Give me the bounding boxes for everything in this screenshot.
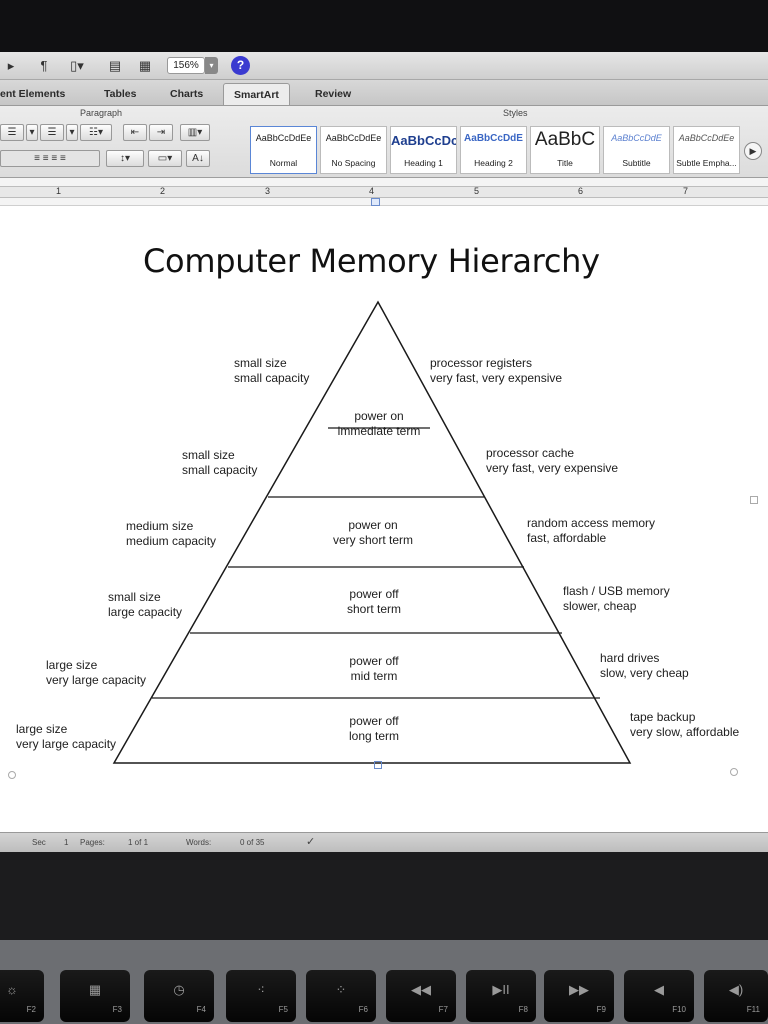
ruler-number: 3: [265, 186, 271, 196]
ruler-number: 2: [160, 186, 166, 196]
multilevel-list-icon[interactable]: ☷▾: [80, 124, 112, 141]
bullets-dropdown[interactable]: ▾: [26, 124, 38, 141]
zoom-dropdown[interactable]: ▾: [205, 57, 218, 74]
key-f11-volume-down-icon[interactable]: ◀)F11: [704, 970, 768, 1022]
proofing-icon[interactable]: ✓: [306, 836, 316, 848]
indent-marker[interactable]: [371, 198, 380, 206]
style-heading-1[interactable]: AaBbCcDc Heading 1: [390, 126, 457, 174]
ruler-number: 5: [474, 186, 480, 196]
ruler-number: 4: [369, 186, 375, 196]
tab-tables[interactable]: Tables: [104, 88, 137, 100]
help-button[interactable]: ?: [231, 56, 250, 75]
key-f9-fast-forward-icon[interactable]: ▶▶F9: [544, 970, 614, 1022]
pages-value: 1 of 1: [128, 838, 149, 847]
style-heading-2[interactable]: AaBbCcDdE Heading 2: [460, 126, 527, 174]
ruler-number: 1: [56, 186, 62, 196]
ruler-number: 6: [578, 186, 584, 196]
memory-pyramid: [112, 300, 632, 764]
tab-review[interactable]: Review: [315, 88, 352, 100]
styles-more-arrow-icon[interactable]: ▶: [744, 142, 762, 160]
key-f3-mission-control-icon[interactable]: ▦F3: [60, 970, 130, 1022]
status-bar: Sec 1 Pages: 1 of 1 Words: 0 of 35 ✓: [0, 832, 768, 852]
alignment-buttons[interactable]: ≡ ≡ ≡ ≡: [0, 150, 100, 167]
resize-handle[interactable]: [750, 496, 758, 504]
style-no-spacing[interactable]: AaBbCcDdEe No Spacing: [320, 126, 387, 174]
tab-smartart[interactable]: SmartArt: [223, 83, 290, 105]
style-normal[interactable]: AaBbCcDdEe Normal: [250, 126, 317, 174]
section-label: Sec: [32, 838, 46, 847]
resize-handle[interactable]: [730, 768, 738, 776]
numbering-icon[interactable]: ☰: [40, 124, 64, 141]
resize-handle[interactable]: [8, 771, 16, 779]
ruler-number: 7: [683, 186, 689, 196]
ribbon-home: Paragraph Styles ☰ ▾ ☰ ▾ ☷▾ ⇤ ⇥ ▥▾ ≡ ≡ ≡…: [0, 106, 768, 178]
zoom-field[interactable]: 156%: [167, 57, 205, 74]
line-spacing-icon[interactable]: ↕▾: [106, 150, 144, 167]
ruler-track: [0, 186, 768, 198]
style-title[interactable]: AaBbC Title: [530, 126, 600, 174]
key-f6-keyboard-light-icon[interactable]: ⁘F6: [306, 970, 376, 1022]
styles-group-label: Styles: [503, 108, 528, 118]
tab-charts[interactable]: Charts: [170, 88, 204, 100]
word-window: ▸ ¶ ▯▾ ▤ ▦ 156% ▾ ? ent Elements Tables …: [0, 52, 768, 852]
numbering-dropdown[interactable]: ▾: [66, 124, 78, 141]
pyramid-outline: [112, 300, 632, 764]
key-f7-rewind-icon[interactable]: ◀◀F7: [386, 970, 456, 1022]
words-label: Words:: [186, 838, 212, 847]
key-f4-dashboard-icon[interactable]: ◷F4: [144, 970, 214, 1022]
section-value: 1: [64, 838, 69, 847]
style-subtitle[interactable]: AaBbCcDdE Subtitle: [603, 126, 670, 174]
anchor-marker[interactable]: [374, 761, 382, 769]
pages-label: Pages:: [80, 838, 105, 847]
layout-icon[interactable]: ▯▾: [70, 58, 84, 73]
toolbox-icon[interactable]: ▦: [138, 58, 152, 73]
tab-document-elements[interactable]: ent Elements: [0, 88, 66, 100]
key-f2-brightness-icon[interactable]: ☼F2: [0, 970, 44, 1022]
key-f10-mute-icon[interactable]: ◀F10: [624, 970, 694, 1022]
decrease-indent-icon[interactable]: ⇤: [123, 124, 147, 141]
sort-icon[interactable]: A↓: [186, 150, 210, 167]
words-value: 0 of 35: [240, 838, 265, 847]
standard-toolbar: ▸ ¶ ▯▾ ▤ ▦ 156% ▾ ?: [0, 52, 768, 80]
pilcrow-icon[interactable]: ¶: [40, 58, 48, 73]
screen-bezel-top: [0, 0, 768, 52]
paragraph-group-label: Paragraph: [80, 108, 123, 118]
ribbon-tabs: ent Elements Tables Charts SmartArt Revi…: [0, 80, 768, 106]
sidebar-icon[interactable]: ▸: [7, 58, 15, 73]
media-browser-icon[interactable]: ▤: [108, 58, 122, 73]
key-f5-keyboard-light-icon[interactable]: ⁖F5: [226, 970, 296, 1022]
document-title: Computer Memory Hierarchy: [143, 242, 600, 280]
horizontal-ruler[interactable]: 1 2 3 4 5 6 7: [0, 178, 768, 206]
style-subtle-emphasis[interactable]: AaBbCcDdEe Subtle Empha...: [673, 126, 740, 174]
shading-icon[interactable]: ▭▾: [148, 150, 182, 167]
bullets-icon[interactable]: ☰: [0, 124, 24, 141]
columns-icon[interactable]: ▥▾: [180, 124, 210, 141]
increase-indent-icon[interactable]: ⇥: [149, 124, 173, 141]
